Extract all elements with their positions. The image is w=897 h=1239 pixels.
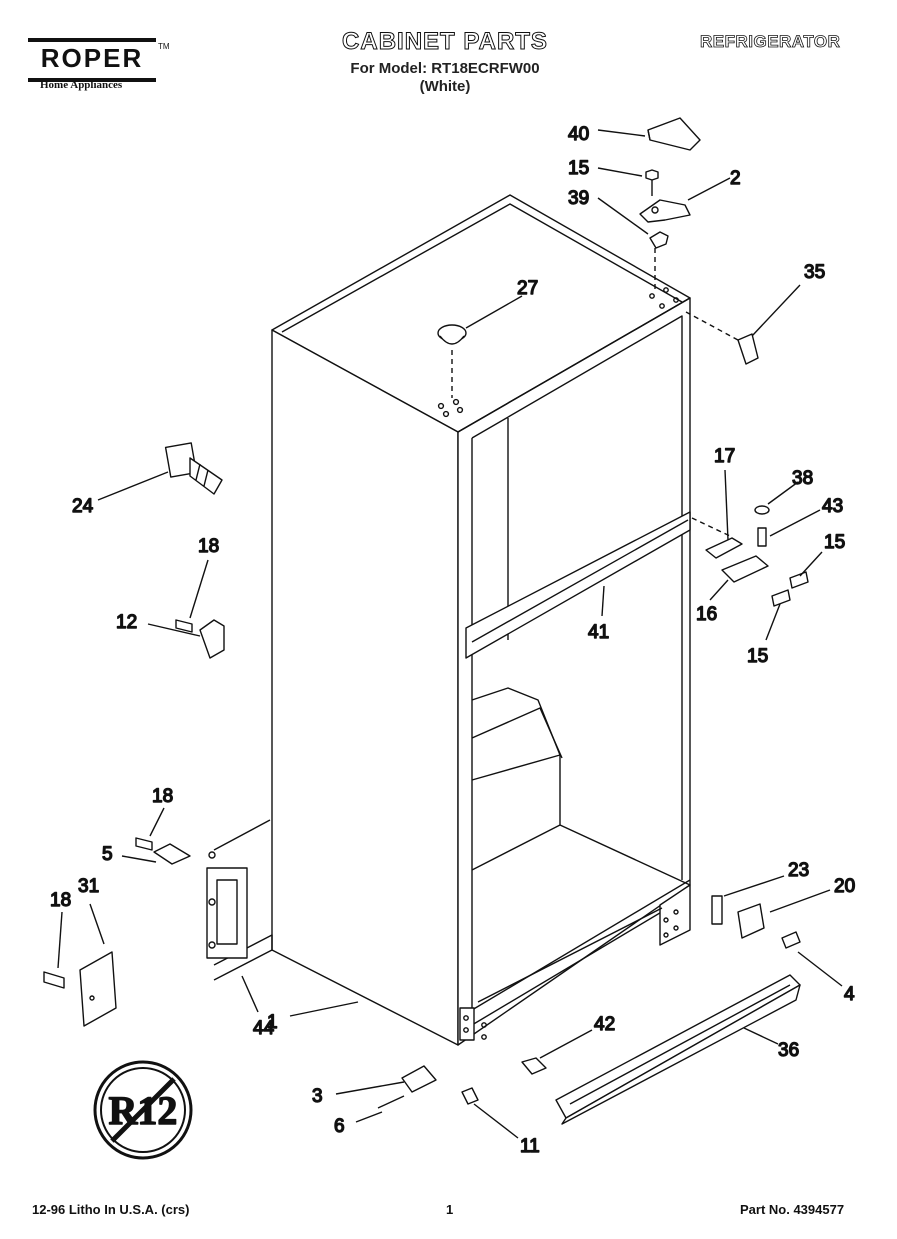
callout-15-lower: 15 [747, 646, 768, 667]
callout-39: 39 [568, 188, 589, 209]
callout-36: 36 [778, 1040, 799, 1061]
right-hinge-assembly [691, 505, 809, 607]
lower-front-parts [377, 1065, 479, 1109]
brand-subtitle: Home Appliances [40, 79, 123, 91]
brand-trademark: TM [158, 42, 170, 51]
callout-6: 6 [334, 1116, 345, 1137]
model-line: For Model: RT18ECRFW00 [350, 60, 540, 77]
callout-27: 27 [517, 278, 538, 299]
part-number: Part No. 4394577 [740, 1202, 845, 1217]
cabinet-body [271, 194, 691, 1046]
grille-36 [521, 974, 801, 1125]
callout-18-lower: 18 [50, 890, 71, 911]
callout-15-right: 15 [824, 532, 845, 553]
callout-15-top: 15 [568, 158, 589, 179]
callout-11: 11 [520, 1136, 540, 1157]
callout-38: 38 [792, 468, 813, 489]
r12-prohibited-badge [93, 1060, 193, 1160]
callout-2: 2 [730, 168, 741, 189]
bracket-5 [135, 837, 191, 865]
callout-31: 31 [78, 876, 99, 897]
callout-3: 3 [312, 1086, 323, 1107]
color-line: (White) [419, 78, 471, 95]
litho-line: 12-96 Litho In U.S.A. (crs) [32, 1202, 190, 1217]
callout-24: 24 [72, 496, 94, 517]
callout-18-upper: 18 [198, 536, 219, 557]
callout-labels: 40 15 2 39 35 27 24 18 12 17 38 43 15 16… [49, 123, 856, 1157]
callout-44: 44 [253, 1018, 275, 1039]
plug-27 [437, 324, 467, 398]
callout-43: 43 [822, 496, 843, 517]
callout-42: 42 [594, 1014, 615, 1035]
side-bracket-44 [206, 819, 273, 981]
callout-40: 40 [568, 124, 589, 145]
top-hinge-assembly [639, 169, 691, 292]
callout-23: 23 [788, 860, 809, 881]
product-name: REFRIGERATOR [700, 32, 841, 52]
brand-logo: ROPER [28, 38, 156, 82]
callout-18-mid: 18 [152, 786, 173, 807]
callout-41: 41 [588, 622, 609, 643]
callout-17: 17 [714, 446, 735, 467]
cover-31 [43, 951, 117, 1027]
callout-35: 35 [804, 262, 825, 283]
lower-hinge-parts [711, 895, 801, 949]
brand-name: ROPER [40, 43, 144, 73]
callout-4: 4 [844, 984, 855, 1005]
hinge-cover-40 [647, 117, 701, 151]
r12-badge-text: R12 [109, 1088, 178, 1133]
callout-20: 20 [834, 876, 855, 897]
callout-5: 5 [102, 844, 113, 865]
callout-12: 12 [116, 612, 137, 633]
leader-lines [57, 129, 843, 1139]
callout-1: 1 [267, 1012, 278, 1033]
leveler-24 [164, 442, 223, 495]
page-title: CABINET PARTS [342, 28, 548, 56]
bracket-12 [175, 619, 225, 659]
page-number: 1 [446, 1202, 454, 1217]
hinge-pin-cover-35 [685, 311, 759, 365]
callout-16: 16 [696, 604, 717, 625]
